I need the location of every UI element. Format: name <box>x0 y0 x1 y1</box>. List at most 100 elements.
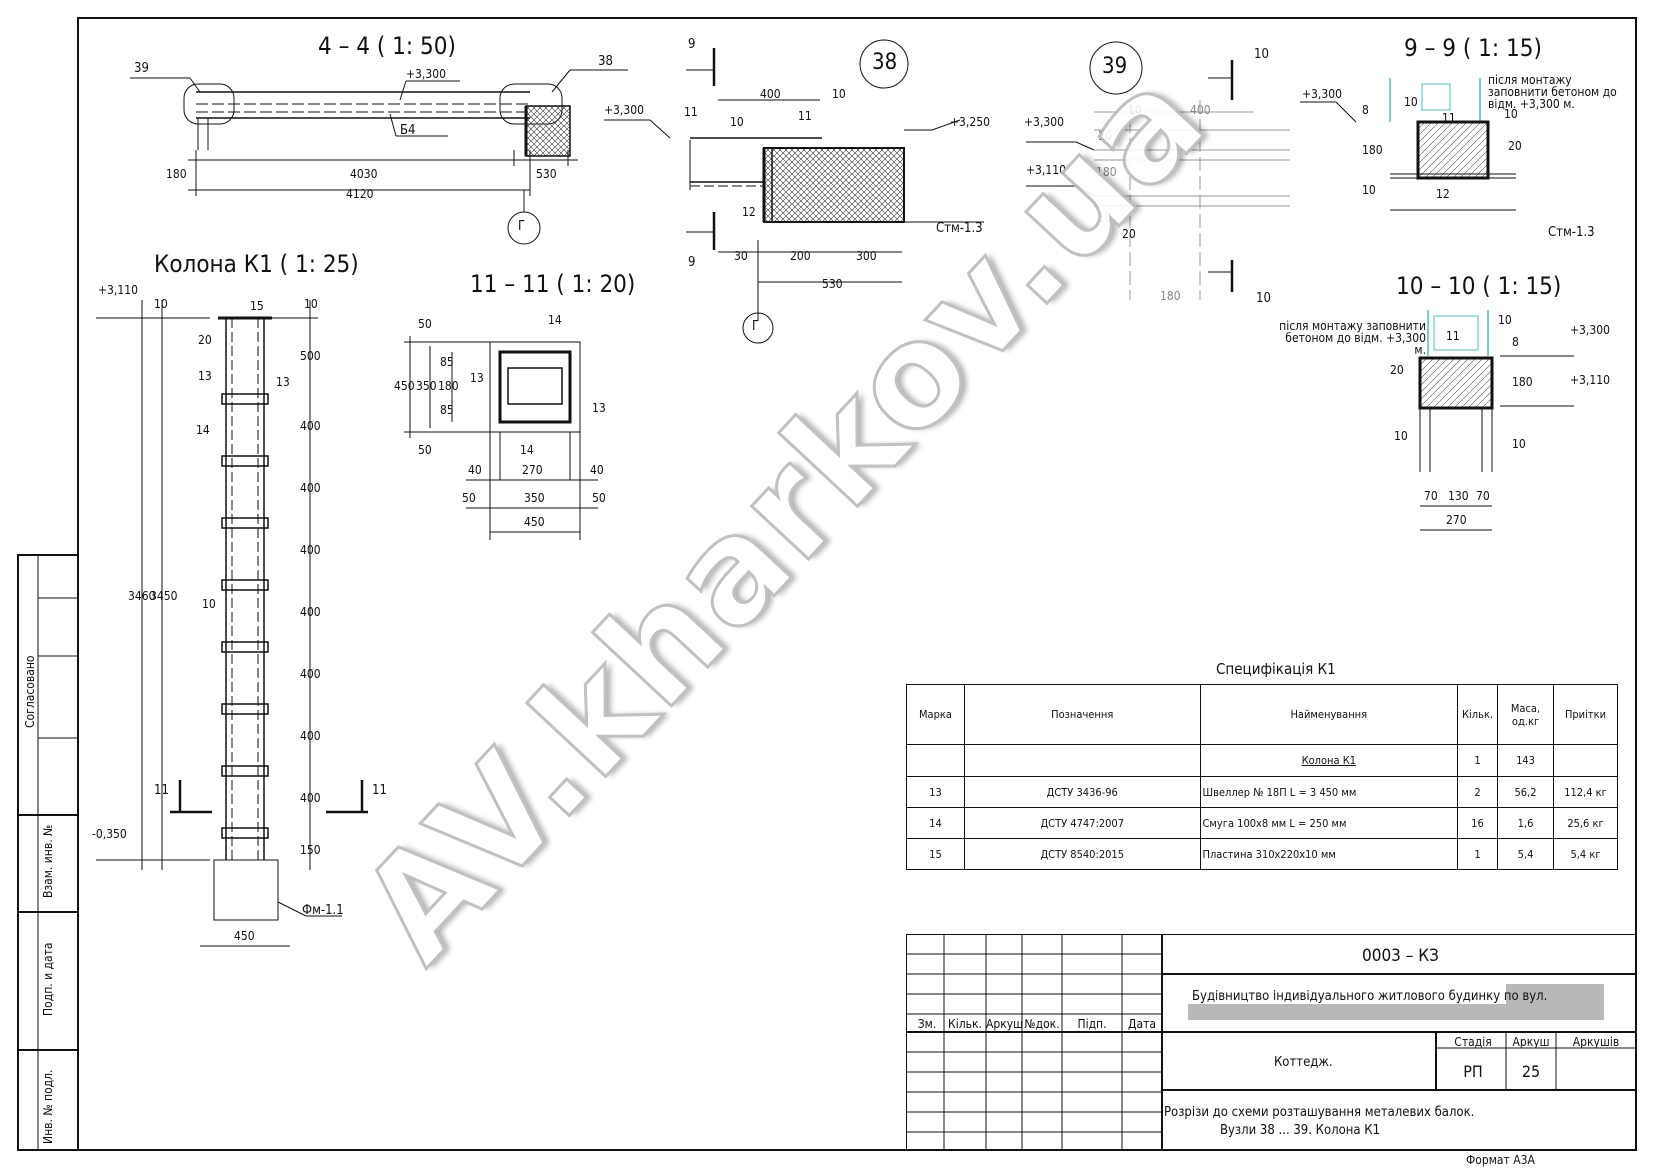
spec-cell: Пластина 310х220х10 мм <box>1199 838 1459 870</box>
section-4-4-title: 4 – 4 ( 1: 50) <box>318 32 456 60</box>
node-38-drawing <box>604 39 984 344</box>
spec-cell: 143 <box>1497 744 1554 777</box>
dim-v-85b: 85 <box>440 403 454 417</box>
dim-300: 300 <box>856 249 877 263</box>
stamp-project: Будівництво індивідуального житлового бу… <box>1192 989 1548 1004</box>
stamp-drawing-title-2: Вузли 38 ... 39. Колона К1 <box>1219 1123 1381 1138</box>
spacing-400-3: 400 <box>300 543 321 557</box>
dim-3450: 3450 <box>150 589 178 603</box>
spec-header-cell: Приітки <box>1553 684 1618 745</box>
foundation-label: Фм-1.1 <box>302 903 344 918</box>
spacing-400-2: 400 <box>300 481 321 495</box>
dim-10c-39: 10 <box>1098 211 1112 225</box>
spec-cell: Смуга 100х8 мм L = 250 мм <box>1199 807 1459 839</box>
spec-row: 15 ДСТУ 8540:2015 Пластина 310х220х10 мм… <box>906 838 1618 870</box>
dim-180-39: 180 <box>1096 165 1117 179</box>
dim-20-1010: 20 <box>1390 363 1404 377</box>
label-13-left: 13 <box>470 371 484 385</box>
strip-signature: Подп. и дата <box>41 942 55 1016</box>
stamp-sheets-label: Аркушів <box>1572 1035 1620 1049</box>
wall-label-99: Стм-1.3 <box>1548 225 1595 240</box>
strip-replacement: Взам. инв. № <box>41 824 55 898</box>
node-38-id: 38 <box>872 50 898 75</box>
spec-cell: 15 <box>906 838 965 870</box>
dim-h-270: 270 <box>522 463 543 477</box>
dim-v-50b: 50 <box>418 443 432 457</box>
label-15: 15 <box>250 299 264 313</box>
spec-cell: 56,2 <box>1497 776 1554 808</box>
left-strip <box>17 554 79 1151</box>
label-13-col-left: 13 <box>198 369 212 383</box>
dim-70b-1010: 70 <box>1476 489 1490 503</box>
cut-10-bottom: 10 <box>1256 291 1271 306</box>
spacing-500: 500 <box>300 349 321 363</box>
spec-header-cell: Марка <box>906 684 965 745</box>
stamp-format: Формат А3А <box>1466 1153 1535 1167</box>
dim-70a-1010: 70 <box>1424 489 1438 503</box>
dim-530b: 530 <box>822 277 843 291</box>
title-block-grid <box>906 934 1636 1150</box>
dim-270-1010: 270 <box>1446 513 1467 527</box>
stamp-col-doc: №док. <box>1024 1017 1060 1031</box>
stamp-col-change: Зм. <box>917 1017 937 1031</box>
dim-30: 30 <box>734 249 748 263</box>
stamp-col-sign: Підп. <box>1077 1017 1107 1031</box>
stamp-col-qty: Кільк. <box>948 1017 982 1031</box>
stamp-col-date: Дата <box>1128 1017 1156 1031</box>
section-9-9-drawing <box>1300 78 1516 211</box>
label-11b: 11 <box>798 109 812 123</box>
dim-10-1010: 10 <box>1498 313 1512 327</box>
strip-inventory: Инв. № подл. <box>41 1069 55 1144</box>
cut-10-top: 10 <box>1254 47 1269 62</box>
label-13-col-right: 13 <box>276 375 290 389</box>
label-11: 11 <box>684 105 698 119</box>
spec-header-cell: Кільк. <box>1457 684 1499 745</box>
spec-cell <box>1553 744 1618 777</box>
dim-200: 200 <box>790 249 811 263</box>
level-3110-col: +3,110 <box>98 283 138 297</box>
spec-header-cell: Найменування <box>1199 684 1459 745</box>
spec-cell: 5,4 кг <box>1553 838 1618 870</box>
spec-cell: 5,4 <box>1497 838 1554 870</box>
dim-180: 180 <box>166 167 187 181</box>
section-9-9-note: після монтажу заповнити бетоном до відм.… <box>1488 73 1617 111</box>
section-10-10-title: 10 – 10 ( 1: 15) <box>1396 272 1562 300</box>
label-14-col: 14 <box>196 423 210 437</box>
dim-v-50a: 50 <box>418 317 432 331</box>
dim-h-40a: 40 <box>468 463 482 477</box>
label-10: 10 <box>730 115 744 129</box>
spec-row: Колона К1 1 143 <box>906 744 1618 777</box>
section-10-10-drawing <box>1418 310 1574 531</box>
stamp-col-sheet: Аркуш <box>986 1017 1024 1031</box>
level-3250: +3,250 <box>950 115 990 129</box>
wall-label-38: Стм-1.3 <box>936 221 983 236</box>
dim-180-99: 180 <box>1362 143 1383 157</box>
dim-h-50b: 50 <box>592 491 606 505</box>
dim-v-350: 350 <box>416 379 437 393</box>
level-3110-39: +3,110 <box>1026 163 1066 177</box>
spec-cell: 14 <box>906 807 965 839</box>
callout-38: 38 <box>598 54 613 69</box>
dim-h-50a: 50 <box>462 491 476 505</box>
dim-10-39: 10 <box>1128 103 1142 117</box>
dim-400-39: 400 <box>1190 103 1211 117</box>
spec-cell: 25,6 кг <box>1553 807 1618 839</box>
stamp-sheet-label: Аркуш <box>1512 1035 1550 1049</box>
node-39-id: 39 <box>1102 54 1128 79</box>
section-9-9-title: 9 – 9 ( 1: 15) <box>1404 34 1542 62</box>
stamp-drawing-title-1: Розрізи до схеми розташування металевих … <box>1164 1105 1475 1120</box>
dim-top-10b: 10 <box>304 297 318 311</box>
label-10b-99: 10 <box>1504 107 1518 121</box>
label-11-1010: 11 <box>1446 329 1460 343</box>
spec-cell: 1,6 <box>1497 807 1554 839</box>
section-11-11-drawing <box>404 336 598 540</box>
dim-20-99: 20 <box>1508 139 1522 153</box>
level-3300-1010: +3,300 <box>1570 323 1610 337</box>
spec-table: Марка Позначення Найменування Кільк. Мас… <box>906 684 1618 870</box>
spec-cell: Колона К1 <box>1199 744 1459 777</box>
label-14-bottom: 14 <box>520 443 534 457</box>
spec-cell: 112,4 кг <box>1553 776 1618 808</box>
label-10-1010: 10 <box>1394 429 1408 443</box>
base-width: 450 <box>234 929 255 943</box>
label-11-99: 11 <box>1442 111 1456 125</box>
